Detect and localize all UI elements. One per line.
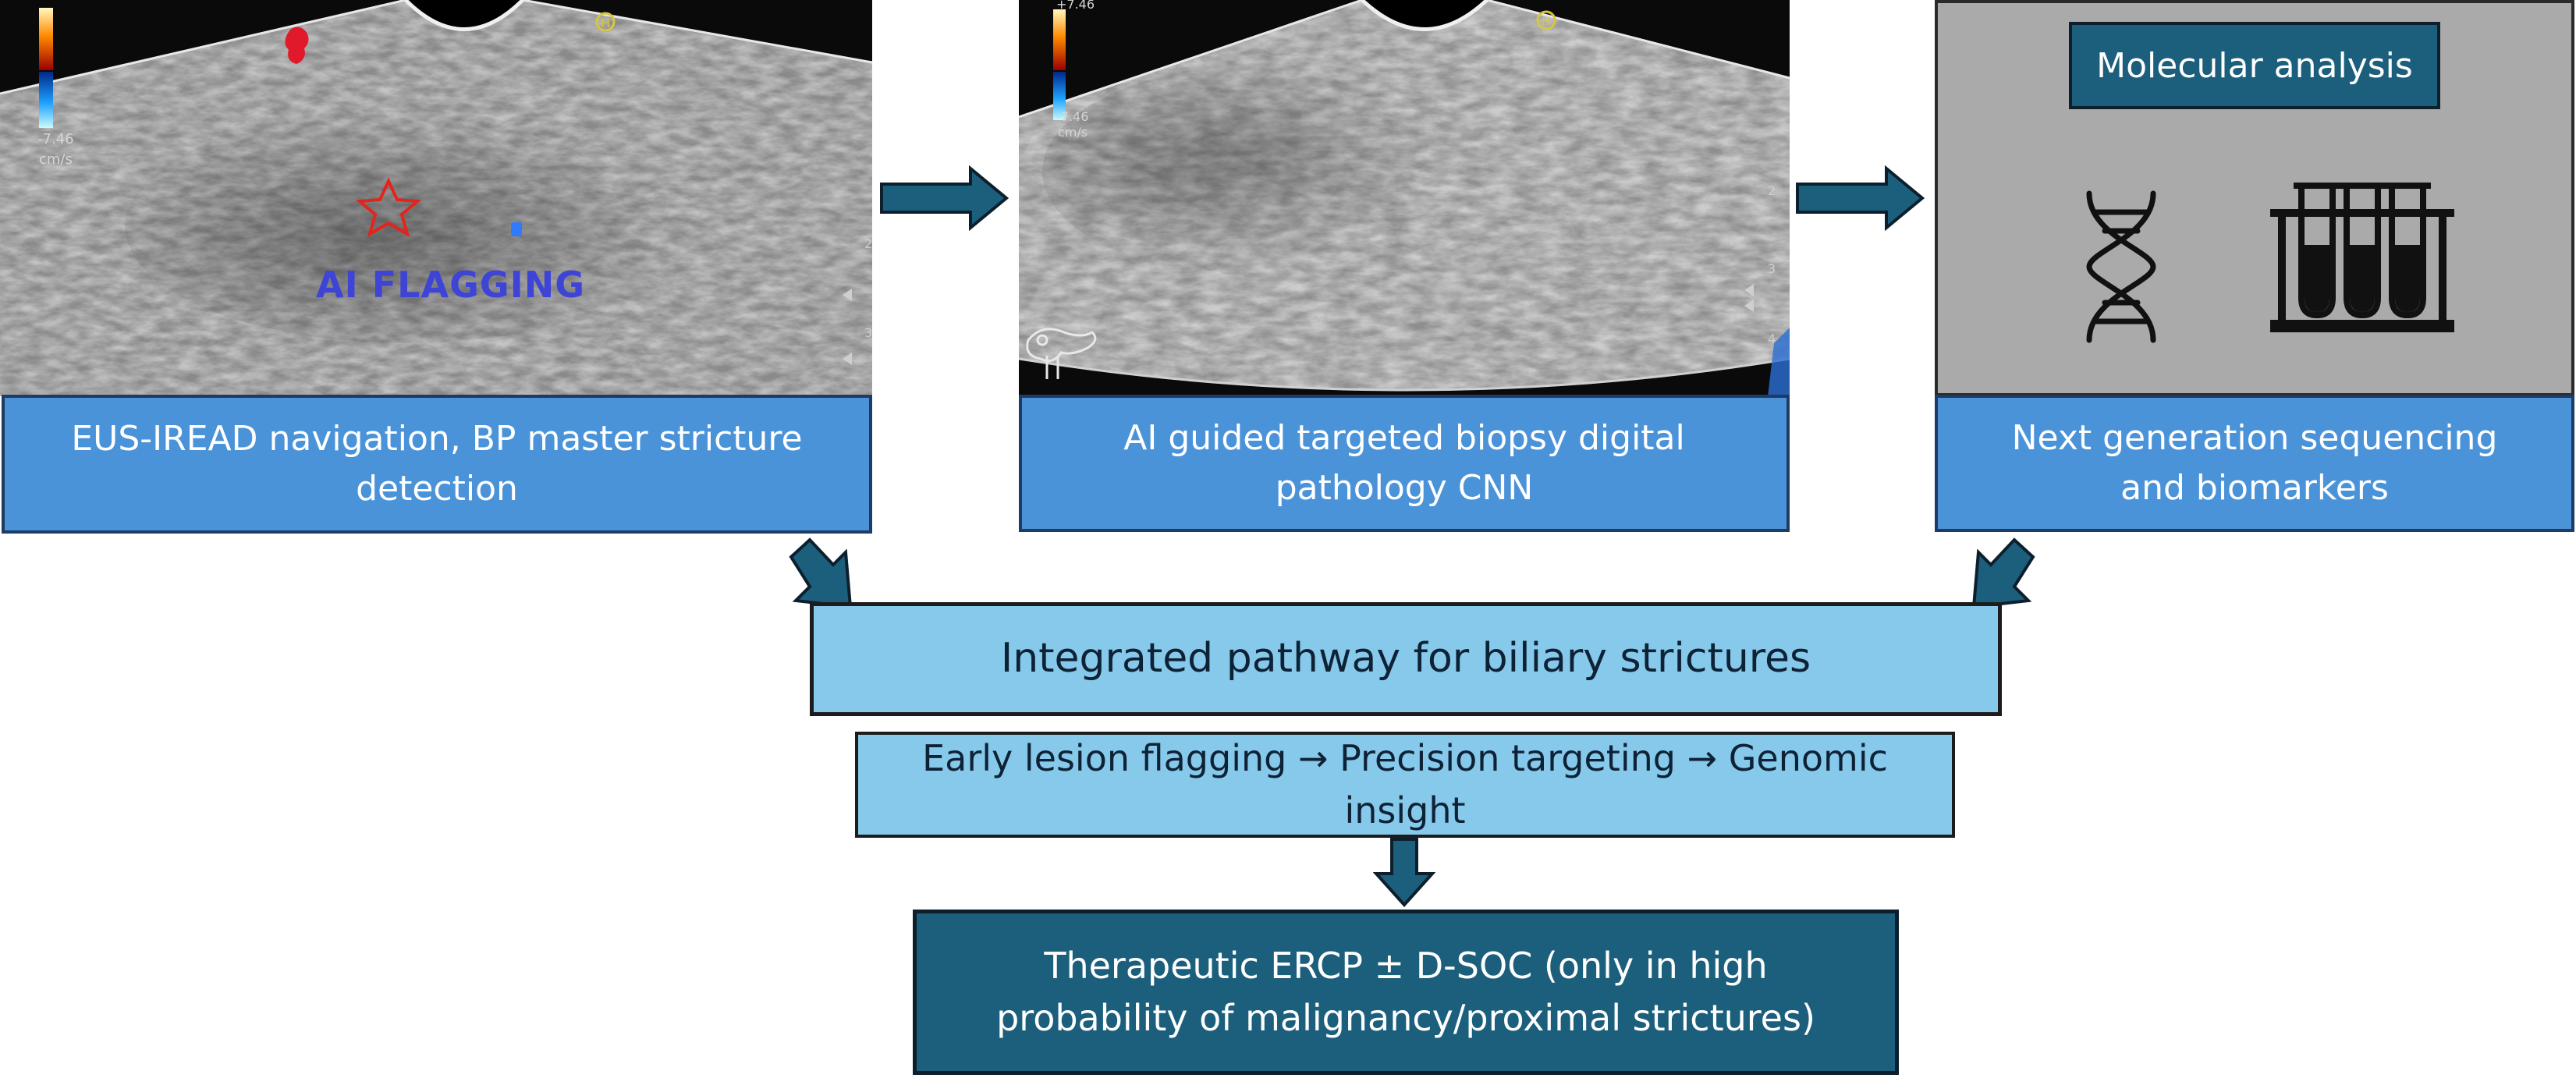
ngs-biomarkers-caption: Next generation sequencing and biomarker… xyxy=(1935,395,2574,532)
ngs-biomarkers-caption-text: Next generation sequencing and biomarker… xyxy=(2011,418,2498,508)
svg-text:H: H xyxy=(1542,14,1551,29)
doppler-scale-max-2: +7.46 xyxy=(1056,0,1095,12)
eus-iread-caption: EUS-IREAD navigation, BP master strictur… xyxy=(2,395,872,534)
svg-text:2: 2 xyxy=(864,236,872,251)
pancreas-icon xyxy=(1026,328,1097,379)
svg-text:4: 4 xyxy=(1768,332,1776,346)
doppler-scale-unit: cm/s xyxy=(39,151,73,168)
doppler-scale-unit-2: cm/s xyxy=(1058,125,1088,140)
arrow-down xyxy=(1373,838,1435,907)
svg-text:H: H xyxy=(601,16,610,30)
therapeutic-ercp-text: Therapeutic ERCP ± D-SOC (only in high p… xyxy=(996,945,1815,1039)
ai-flagging-label: AI FLAGGING xyxy=(316,264,585,306)
svg-text:3: 3 xyxy=(1768,261,1776,276)
doppler-scale-min: -7.46 xyxy=(37,131,74,147)
ai-biopsy-caption-text: AI guided targeted biopsy digital pathol… xyxy=(1123,418,1685,508)
arrow-right-1 xyxy=(880,165,1009,231)
eus-ultrasound-image-2: H 2 3 4 +7.46 -7.46 cm/s xyxy=(1019,0,1790,396)
eus-iread-caption-text: EUS-IREAD navigation, BP master strictur… xyxy=(71,419,803,509)
molecular-analysis-panel: Molecular analysis xyxy=(1935,0,2574,396)
arrow-down-left xyxy=(1971,537,2035,609)
molecular-analysis-title: Molecular analysis xyxy=(2069,22,2440,109)
svg-text:2: 2 xyxy=(1768,183,1776,198)
eus-ultrasound-image-1: H 2 3 -7.46 cm/s AI FLAGGING xyxy=(0,0,872,396)
pathway-steps-text: Early lesion flagging → Precision target… xyxy=(922,737,1888,832)
test-tubes-icon xyxy=(2270,183,2454,332)
dna-icon xyxy=(2086,190,2156,343)
integrated-pathway-box: Integrated pathway for biliary stricture… xyxy=(810,602,2002,716)
svg-text:3: 3 xyxy=(864,325,872,340)
arrow-right-2 xyxy=(1796,165,1925,231)
doppler-scale-min-2: -7.46 xyxy=(1056,109,1089,124)
star-icon xyxy=(356,177,421,238)
therapeutic-ercp-box: Therapeutic ERCP ± D-SOC (only in high p… xyxy=(913,910,1899,1075)
pathway-steps-box: Early lesion flagging → Precision target… xyxy=(855,732,1955,838)
arrow-down-right xyxy=(789,537,853,609)
integrated-pathway-title: Integrated pathway for biliary stricture… xyxy=(1000,635,1811,683)
ai-biopsy-caption: AI guided targeted biopsy digital pathol… xyxy=(1019,395,1790,532)
